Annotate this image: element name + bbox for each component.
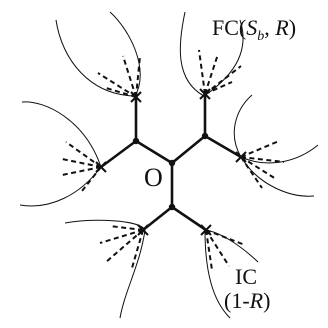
ray [205, 229, 213, 271]
ray [240, 156, 285, 163]
curve-right [233, 94, 319, 164]
node-left [132, 137, 140, 145]
edge-o-right-node [170, 134, 207, 165]
ray [99, 229, 144, 244]
internal-nodes [132, 132, 209, 211]
ray [81, 166, 102, 192]
leaf-cross-right [235, 151, 247, 163]
ic-label-line2: (1-R) [224, 288, 270, 313]
boundary-curves [19, 11, 319, 319]
ray [61, 166, 102, 176]
ray [240, 156, 263, 189]
edge-bottom-node-right [170, 205, 208, 232]
ray [240, 140, 280, 158]
leaf-crosses [95, 88, 247, 236]
ray [61, 158, 102, 168]
leaf-cross-left [95, 161, 107, 173]
leaf-cross-bottom-right [200, 224, 212, 236]
leaf-cross-bottom-left [137, 224, 149, 236]
edge-left-node-left [99, 139, 138, 169]
ray [204, 65, 242, 95]
curve-top-left [55, 11, 141, 97]
dashed-rays [61, 49, 285, 271]
leaf-cross-top-left [130, 91, 142, 103]
edge-o-left-node [134, 139, 174, 165]
center-label: O [144, 163, 163, 192]
node-right [201, 132, 209, 140]
ray [204, 81, 233, 95]
fc-label: FC(Sb, R) [212, 15, 296, 44]
node-bottom [168, 203, 176, 211]
ray [97, 72, 137, 98]
ray [105, 87, 137, 98]
ray [204, 53, 219, 95]
ray [240, 156, 277, 180]
leaf-cross-top-right [199, 88, 211, 100]
ic-label-line1: IC [235, 264, 257, 289]
ray [135, 55, 141, 98]
node-center [168, 159, 176, 167]
ray [65, 141, 102, 168]
ray [109, 225, 144, 231]
ray [205, 229, 246, 246]
ray [131, 229, 144, 269]
ray [198, 49, 206, 95]
curve-left [19, 101, 102, 207]
curve-bottom-left [64, 219, 146, 319]
edge-right-node-right [203, 134, 243, 159]
ray [205, 229, 230, 267]
ray [122, 55, 137, 98]
